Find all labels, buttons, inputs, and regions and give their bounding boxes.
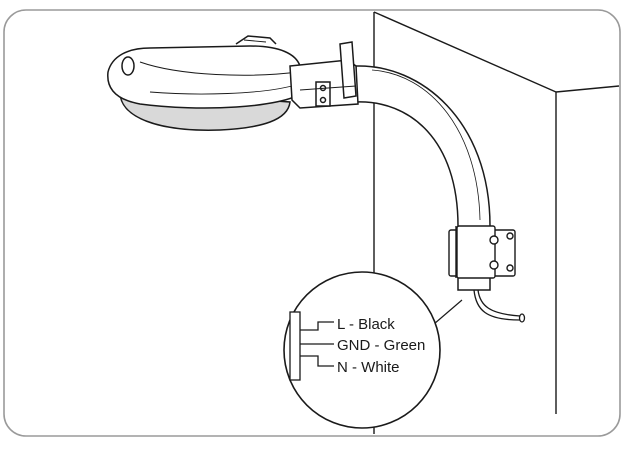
wall-corner-icon — [373, 11, 620, 434]
wire-label-ground: GND - Green — [337, 337, 425, 354]
led-area-light-icon — [107, 35, 359, 131]
wire-label-line: L - Black — [337, 316, 395, 333]
wire-label-neutral: N - White — [337, 359, 400, 376]
diagram-border — [3, 9, 621, 437]
curved-mounting-arm-icon — [355, 65, 491, 291]
wall-mount-bracket-icon — [448, 225, 516, 279]
wire-leads-icon — [473, 289, 526, 323]
magnifier-circle — [283, 271, 441, 429]
wiring-detail-callout: L - Black GND - Green N - White — [283, 271, 463, 429]
terminal-block — [289, 311, 301, 381]
